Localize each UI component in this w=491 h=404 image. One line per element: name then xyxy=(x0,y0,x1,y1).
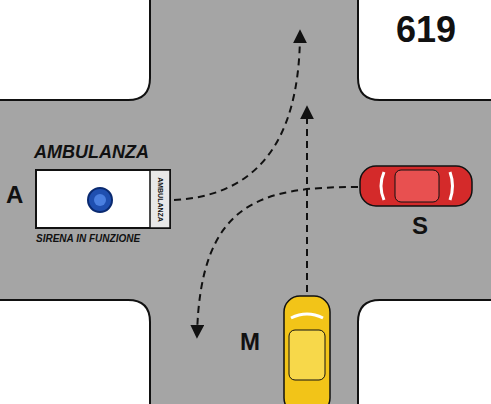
car-roof xyxy=(289,330,325,380)
sidewalk-block xyxy=(0,0,150,100)
car-windshield xyxy=(291,314,323,318)
sidewalk-block xyxy=(0,300,150,404)
vehicle-name: AMBULANZA xyxy=(34,143,149,161)
car-m-path xyxy=(306,108,308,292)
car-body xyxy=(284,296,330,404)
siren-note: SIRENA IN FUNZIONE xyxy=(36,234,140,244)
cab-marking: AMBULANZA xyxy=(157,177,164,222)
curb-line xyxy=(358,0,491,100)
ambulance-path xyxy=(174,32,300,200)
curb-line xyxy=(0,300,150,404)
curb-line xyxy=(358,300,491,404)
curb-line xyxy=(0,0,150,100)
siren-light xyxy=(94,194,106,206)
ambulance-body xyxy=(36,170,170,228)
vehicle-letter: A xyxy=(6,183,23,207)
car-windshield xyxy=(381,172,384,200)
figure-number: 619 xyxy=(396,12,456,48)
vehicle-letter: M xyxy=(240,330,260,354)
sidewalk-block xyxy=(358,300,491,404)
car-roof xyxy=(395,170,439,202)
ambulance-cab xyxy=(150,170,170,228)
car-rear-window xyxy=(450,172,453,200)
car-body xyxy=(360,166,472,206)
car-s-path xyxy=(197,187,358,336)
siren-light xyxy=(88,188,112,212)
vehicle-letter: S xyxy=(412,214,428,238)
sidewalk-block xyxy=(358,0,491,100)
